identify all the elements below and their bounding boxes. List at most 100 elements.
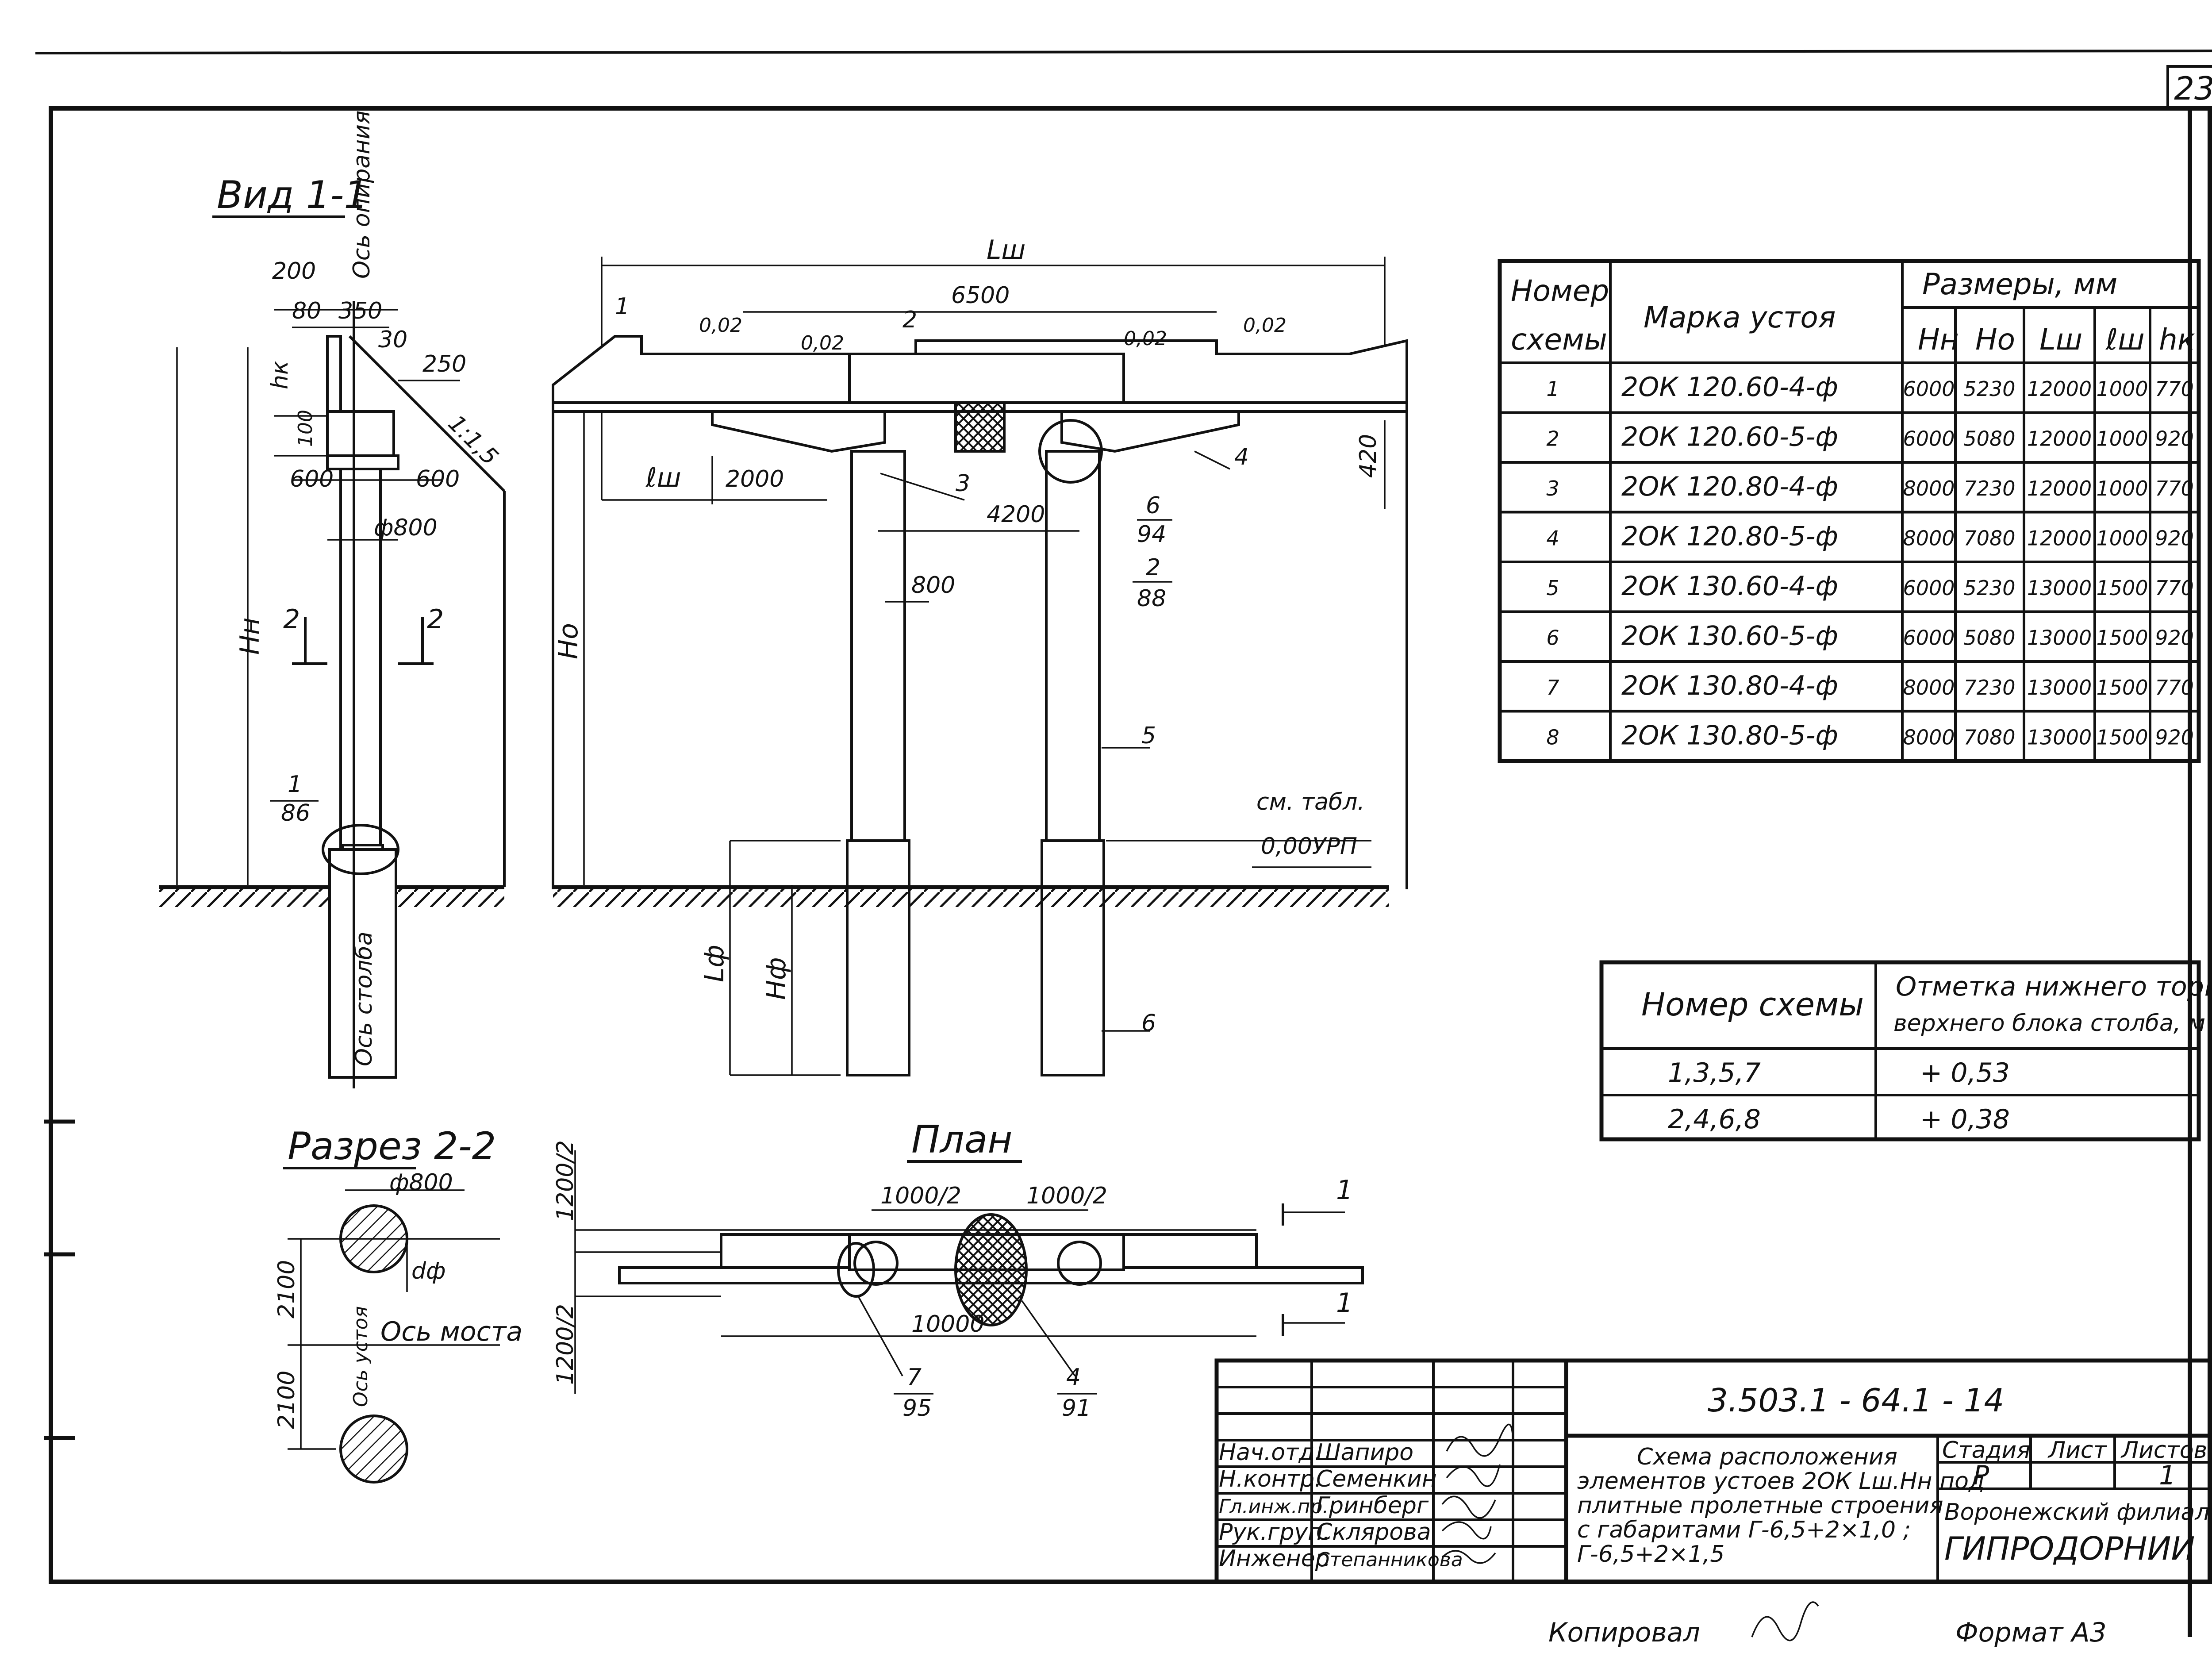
svg-text:0,00УРП: 0,00УРП	[1261, 833, 1357, 860]
table-cell-lsh: 13000	[2027, 576, 2092, 600]
svg-text:6500: 6500	[951, 282, 1010, 309]
table-cell-hk: 770	[2155, 477, 2194, 500]
svg-text:Степанникова: Степанникова	[1316, 1549, 1463, 1571]
table-cell-n: 6	[1546, 626, 1559, 650]
svg-text:Lш: Lш	[987, 234, 1025, 265]
table-cell-ls: 1500	[2096, 626, 2148, 650]
svg-text:2: 2	[902, 307, 917, 333]
table-cell-mark: 2ОК 130.80-5-ф	[1621, 720, 1838, 751]
table-cell-n: 1	[1546, 377, 1559, 401]
svg-text:hк: hк	[267, 361, 293, 389]
elevation-labels: Lш 6500 0,02 0,02 0,02 0,02 1 2 3 4 5 6 …	[553, 234, 1382, 1037]
svg-text:Lш: Lш	[2039, 323, 2082, 357]
svg-text:Шапиро: Шапиро	[1316, 1439, 1413, 1466]
table-cell-ho: 5230	[1963, 377, 2015, 401]
svg-text:80: 80	[292, 298, 321, 324]
svg-text:Но: Но	[1975, 323, 2015, 357]
svg-text:2,4,6,8: 2,4,6,8	[1668, 1104, 1761, 1135]
table-cell-lsh: 13000	[2027, 626, 2092, 650]
table-cell-ls: 1000	[2096, 377, 2148, 401]
svg-text:ГИПРОДОРНИИ: ГИПРОДОРНИИ	[1944, 1530, 2195, 1567]
svg-text:250: 250	[422, 351, 466, 377]
svg-text:420: 420	[1355, 434, 1382, 478]
svg-text:Размеры, мм: Размеры, мм	[1922, 267, 2117, 301]
svg-text:Отметка нижнего торца: Отметка нижнего торца	[1896, 971, 2212, 1002]
svg-text:1000/2: 1000/2	[880, 1183, 961, 1209]
svg-text:94: 94	[1137, 521, 1166, 548]
plan-view: План	[574, 1118, 1364, 1394]
title-block-text: 3.503.1 - 64.1 - 14 Нач.отд. Шапиро Н.ко…	[1219, 1382, 2210, 1572]
table-cell-n: 4	[1546, 527, 1559, 550]
table-cell-hn: 6000	[1903, 377, 1955, 401]
svg-text:Г-6,5+2×1,5: Г-6,5+2×1,5	[1577, 1541, 1724, 1568]
svg-text:30: 30	[378, 327, 407, 353]
svg-text:Ось моста: Ось моста	[380, 1316, 522, 1347]
svg-text:0,02: 0,02	[1243, 314, 1286, 337]
table-cell-n: 7	[1546, 676, 1559, 700]
svg-text:2100: 2100	[273, 1260, 300, 1318]
svg-text:Нн: Нн	[234, 618, 265, 655]
svg-text:1200/2: 1200/2	[552, 1140, 579, 1221]
svg-text:см. табл.: см. табл.	[1256, 789, 1365, 815]
svg-text:2000: 2000	[726, 466, 784, 492]
svg-text:Семенкин: Семенкин	[1316, 1466, 1437, 1492]
table-cell-lsh: 12000	[2027, 377, 2092, 401]
svg-text:Номер схемы: Номер схемы	[1641, 986, 1864, 1023]
elevation-view	[552, 257, 1408, 1076]
svg-text:1200/2: 1200/2	[552, 1304, 579, 1385]
svg-text:200: 200	[272, 258, 316, 284]
svg-text:схемы: схемы	[1511, 323, 1607, 357]
table-cell-ls: 1000	[2096, 527, 2148, 550]
svg-text:2: 2	[1146, 554, 1160, 581]
svg-text:ф800: ф800	[374, 515, 438, 541]
svg-text:2100: 2100	[273, 1371, 300, 1429]
svg-text:элементов устоев 2ОК Lш.Нн под: элементов устоев 2ОК Lш.Нн под	[1577, 1468, 1985, 1495]
svg-text:100: 100	[294, 410, 317, 447]
svg-text:Склярова: Склярова	[1316, 1519, 1431, 1545]
table-cell-hn: 8000	[1903, 527, 1955, 550]
table-cell-mark: 2ОК 120.80-5-ф	[1621, 521, 1838, 552]
svg-text:91: 91	[1062, 1395, 1091, 1422]
svg-text:1: 1	[1336, 1175, 1353, 1206]
table-cell-mark: 2ОК 130.80-4-ф	[1621, 670, 1838, 701]
table-cell-lsh: 12000	[2027, 527, 2092, 550]
table-cell-lsh: 13000	[2027, 676, 2092, 700]
table-cell-mark: 2ОК 120.60-4-ф	[1621, 372, 1838, 403]
svg-text:2: 2	[427, 604, 444, 635]
svg-text:86: 86	[281, 800, 310, 826]
svg-text:10000: 10000	[911, 1311, 984, 1338]
table-cell-ls: 1000	[2096, 427, 2148, 451]
table-cell-n: 2	[1546, 427, 1559, 451]
svg-text:Рук.груп.: Рук.груп.	[1219, 1519, 1330, 1545]
svg-text:Воронежский филиал: Воронежский филиал	[1944, 1499, 2210, 1526]
svg-text:1000/2: 1000/2	[1026, 1183, 1107, 1209]
table-cell-hk: 770	[2155, 576, 2194, 600]
svg-text:0,02: 0,02	[801, 332, 844, 354]
svg-text:+ 0,38: + 0,38	[1920, 1104, 2010, 1135]
table-cell-n: 3	[1546, 477, 1559, 500]
table-cell-lsh: 12000	[2027, 477, 2092, 500]
svg-text:Lф: Lф	[699, 945, 730, 982]
svg-text:1,3,5,7: 1,3,5,7	[1668, 1057, 1761, 1088]
svg-text:Стадия: Стадия	[1942, 1437, 2031, 1464]
table-cell-hn: 6000	[1903, 626, 1955, 650]
svg-text:Гл.инж.пр.: Гл.инж.пр.	[1219, 1495, 1329, 1518]
svg-text:Инженер: Инженер	[1219, 1545, 1330, 1572]
svg-text:4: 4	[1234, 444, 1249, 470]
svg-text:6: 6	[1141, 1010, 1156, 1037]
svg-text:Гринберг: Гринберг	[1316, 1492, 1429, 1519]
svg-text:Но: Но	[553, 623, 584, 659]
svg-text:Марка устоя: Марка устоя	[1644, 300, 1836, 334]
svg-text:Ось столба: Ось столба	[351, 931, 377, 1066]
svg-text:1: 1	[2159, 1460, 2176, 1491]
table-abutment-header: Номер схемы Марка устоя Размеры, мм Нн Н…	[1511, 267, 2195, 357]
svg-text:4: 4	[1066, 1364, 1081, 1391]
table-cell-ls: 1500	[2096, 676, 2148, 700]
sheet-number: 23	[2174, 70, 2212, 107]
table-cell-ho: 5230	[1963, 576, 2015, 600]
table-cell-hn: 8000	[1903, 676, 1955, 700]
svg-text:Нф: Нф	[761, 957, 792, 1000]
table-cell-mark: 2ОК 130.60-5-ф	[1621, 621, 1838, 652]
svg-text:3: 3	[956, 470, 970, 497]
table-cell-mark: 2ОК 130.60-4-ф	[1621, 571, 1838, 602]
